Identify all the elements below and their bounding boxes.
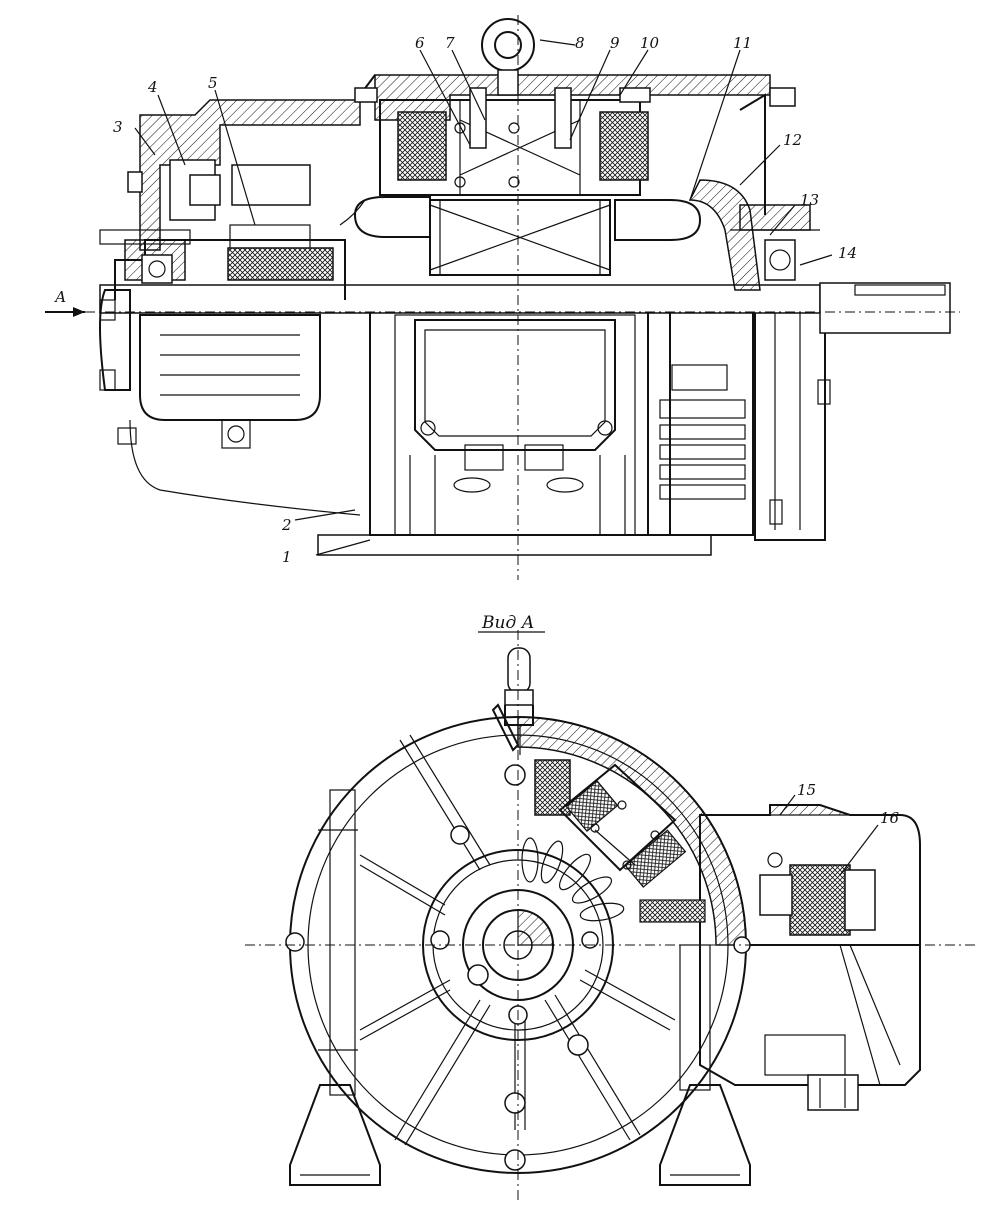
callout-7: 7 bbox=[445, 34, 455, 52]
leader-lines bbox=[134, 39, 879, 876]
callout-10: 10 bbox=[640, 34, 660, 52]
base-plate bbox=[317, 534, 712, 556]
callout-labels: 1 2 3 4 5 6 7 8 9 10 11 12 13 14 15 16 А… bbox=[54, 34, 900, 827]
end-view-a bbox=[245, 630, 975, 1200]
callout-12: 12 bbox=[783, 131, 802, 149]
foot-left bbox=[289, 1084, 381, 1186]
shaft bbox=[99, 284, 821, 314]
view-a-title: Вид А bbox=[481, 613, 535, 633]
callout-2: 2 bbox=[281, 516, 292, 534]
commutator-segments bbox=[521, 837, 625, 922]
end-shield-right bbox=[688, 179, 761, 291]
callout-13: 13 bbox=[800, 191, 819, 209]
arrow-a-label: А bbox=[54, 288, 66, 306]
callout-1: 1 bbox=[282, 548, 292, 566]
frame-section-hatched bbox=[517, 716, 747, 946]
longitudinal-section-view bbox=[45, 15, 960, 580]
stator-yoke-top bbox=[374, 74, 771, 121]
callout-5: 5 bbox=[208, 74, 218, 92]
lifting-eye-bolt bbox=[481, 18, 535, 72]
lifting-eye bbox=[507, 647, 531, 694]
callout-4: 4 bbox=[147, 78, 158, 96]
callout-11: 11 bbox=[733, 34, 752, 52]
callout-15: 15 bbox=[797, 781, 816, 799]
callout-16: 16 bbox=[880, 809, 900, 827]
foot-right bbox=[659, 1084, 751, 1186]
callout-8: 8 bbox=[575, 34, 585, 52]
callout-9: 9 bbox=[610, 34, 620, 52]
callout-3: 3 bbox=[113, 118, 123, 136]
callout-14: 14 bbox=[838, 244, 857, 262]
callout-6: 6 bbox=[415, 34, 425, 52]
